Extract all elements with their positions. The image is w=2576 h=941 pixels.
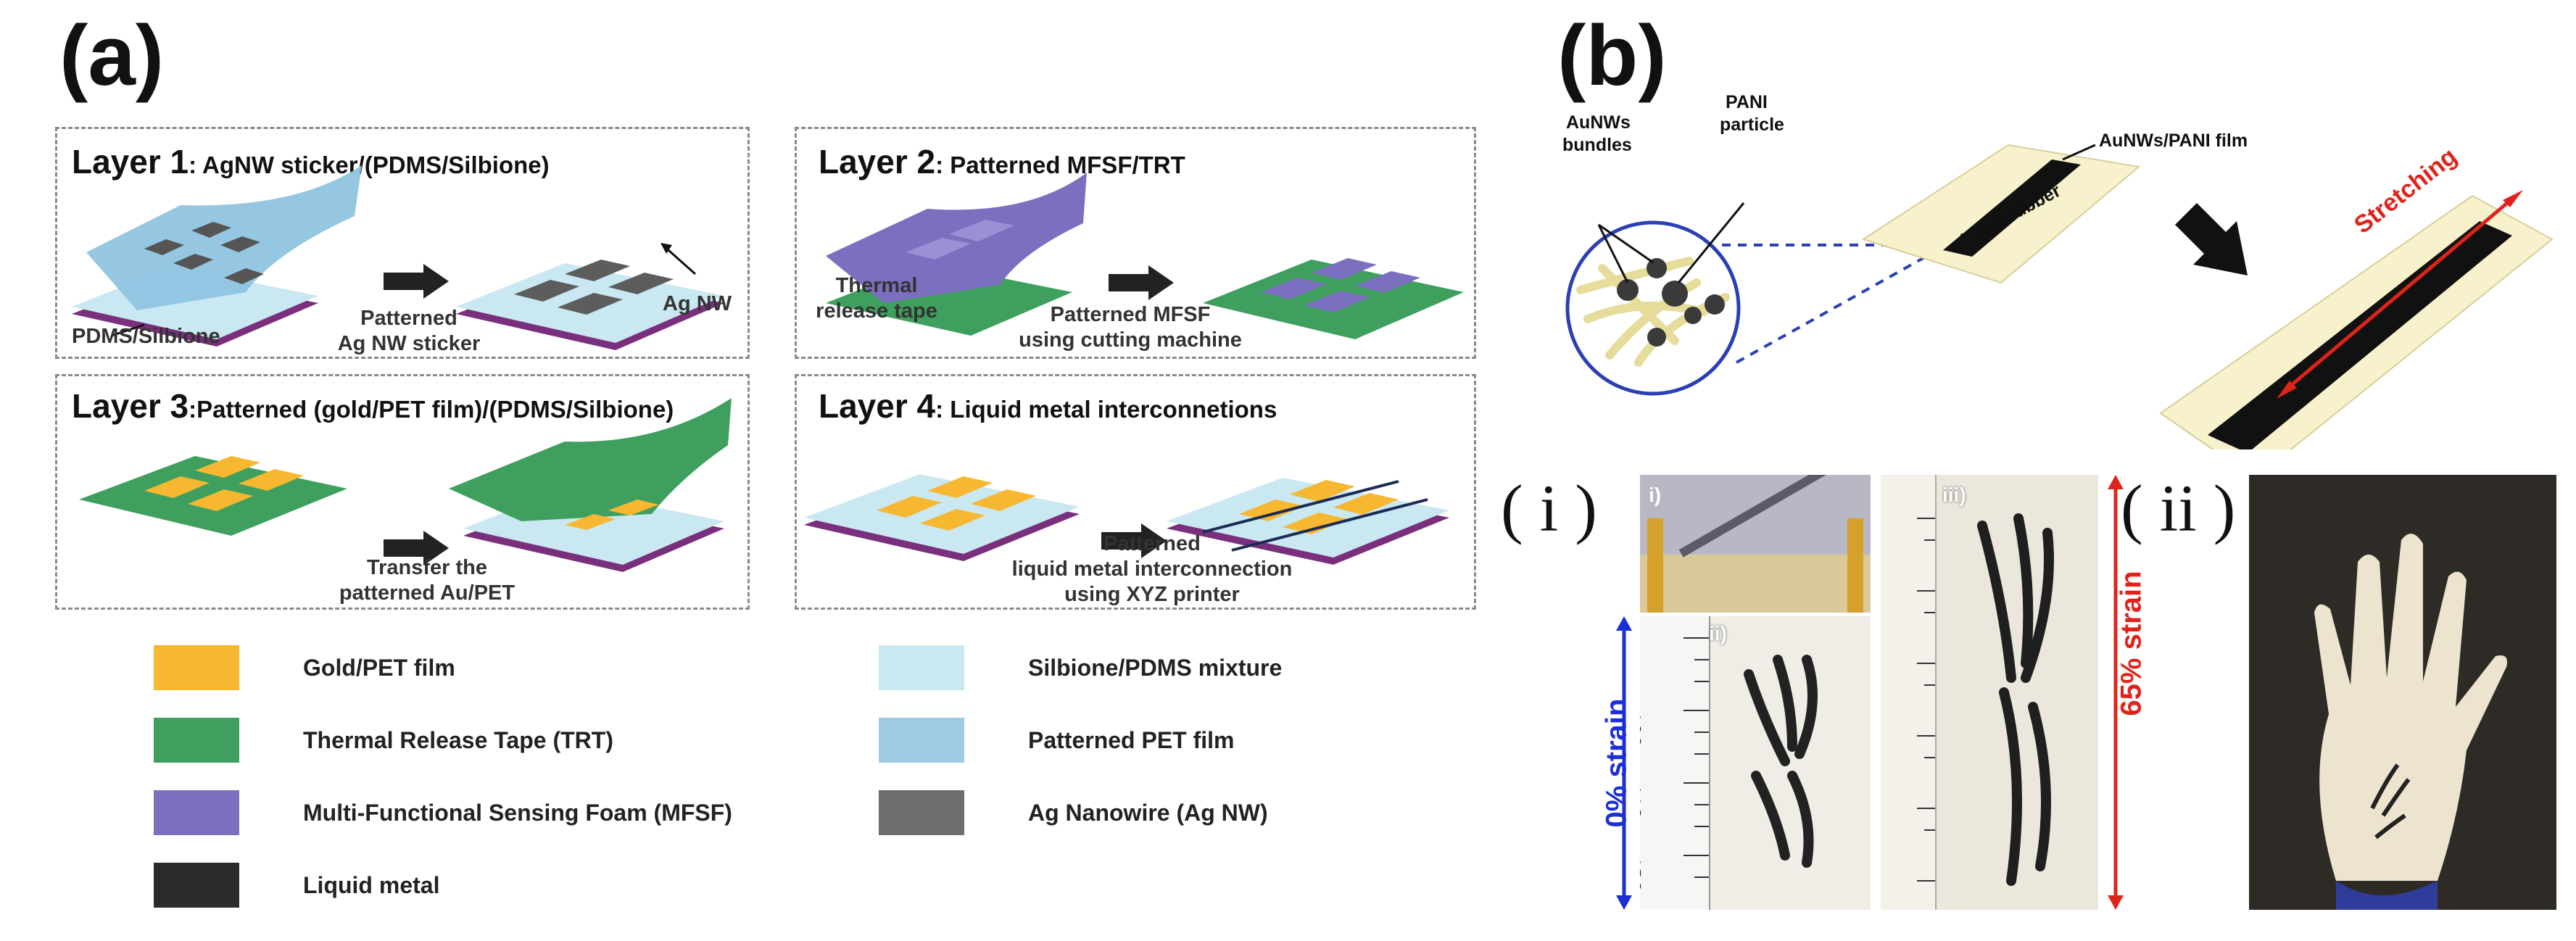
pani-label-2: particle — [1720, 115, 1784, 135]
layer2-tape-label-1: Thermal — [835, 274, 918, 297]
ruler-right-tick-27: 27 — [1881, 772, 1884, 797]
pani-label-1: PANI — [1726, 92, 1768, 112]
layer1-result-label: Ag NW — [663, 292, 732, 315]
legend-label-mfsf: Multi-Functional Sensing Foam (MFSF) — [303, 800, 732, 826]
layer4-step-label-3: using XYZ printer — [1064, 583, 1240, 606]
layer2-step-label-1: Patterned MFSF — [1050, 303, 1211, 326]
legend-swatch-gold — [154, 645, 239, 690]
ruler-right-tick-29: 29 — [1881, 877, 1884, 902]
layer1-step-label-1: Patterned — [360, 307, 457, 330]
subpanel-ii-label: ( ii ) — [2121, 471, 2236, 545]
layer1-illustration — [72, 165, 724, 350]
legend-swatch-liquid-metal — [154, 863, 239, 908]
ruler-ticks-right — [1917, 513, 2054, 886]
layer2-box: Layer 2: Patterned MFSF/TRT Thermal rele… — [795, 127, 1476, 359]
layer4-step-label-1: Patterned — [1103, 532, 1201, 555]
ruler-right-tick-25: 25 — [1881, 627, 1884, 652]
glove-illustration — [2314, 534, 2507, 910]
legend-label-liquid-metal: Liquid metal — [303, 872, 440, 898]
legend-swatch-silbione — [879, 645, 964, 690]
panel-b-schematic — [1565, 144, 2554, 449]
photo-iii-label: iii) — [1942, 484, 1966, 506]
layer2-title: Layer 2: Patterned MFSF/TRT — [819, 143, 1185, 181]
panel-a-label: (a) — [59, 8, 165, 104]
ruler-left-tick-100: 100 — [1640, 710, 1646, 747]
layer2-illustration — [826, 173, 1464, 339]
layer1-substrate-label: PDMS/Silbione — [72, 325, 220, 348]
layer2-tape-label-2: release tape — [816, 299, 937, 323]
ruler-left-tick-110: 110 — [1640, 783, 1646, 819]
ruler-right-tick-28: 28 — [1881, 830, 1884, 855]
strain-0-label: 0% strain — [1600, 698, 1633, 828]
layer1-step-label-2: Ag NW sticker — [337, 332, 481, 355]
photo-i-label: i) — [1649, 484, 1662, 506]
photo-glove — [2249, 475, 2556, 910]
ruler-right-tick-26: 26 — [1881, 700, 1884, 724]
legend-label-trt: Thermal Release Tape (TRT) — [303, 727, 613, 753]
legend-label-gold: Gold/PET film — [303, 655, 455, 681]
layer1-title: Layer 1: AgNW sticker/(PDMS/Silbione) — [72, 143, 550, 181]
panel-b-label: (b) — [1557, 8, 1667, 104]
layer4-box: Layer 4: Liquid metal interconnetions Pa… — [795, 374, 1476, 610]
photo-ii: 100 110 120 ii) — [1640, 616, 1871, 910]
layer4-step-label-2: liquid metal interconnection — [1011, 557, 1293, 581]
subpanel-i-label: ( i ) — [1501, 471, 1597, 545]
aunws-label-2: bundles — [1562, 135, 1632, 155]
layer2-step-label-2: using cutting machine — [1019, 328, 1242, 352]
strain-0-arrow — [1616, 616, 1632, 910]
layer3-step-label-1: Transfer the — [367, 556, 487, 579]
photo-i: i) — [1640, 475, 1871, 613]
layer3-illustration — [79, 398, 732, 572]
legend-swatch-trt — [154, 718, 239, 763]
ruler-left-tick-120: 120 — [1640, 855, 1646, 892]
legend-label-pet: Patterned PET film — [1028, 727, 1235, 753]
layer3-title: Layer 3:Patterned (gold/PET film)/(PDMS/… — [72, 387, 674, 425]
layer1-box: Layer 1: AgNW sticker/(PDMS/Silbione) PD… — [55, 127, 750, 359]
layer3-box: Layer 3:Patterned (gold/PET film)/(PDMS/… — [55, 374, 750, 610]
strain-65-label: 65% strain — [2115, 571, 2148, 716]
photo-ii-label: ii) — [1709, 622, 1727, 644]
legend-label-agnw: Ag Nanowire (Ag NW) — [1028, 800, 1268, 826]
layer4-illustration — [804, 474, 1449, 565]
strain-65-arrow — [2108, 475, 2124, 910]
layer3-step-label-2: patterned Au/PET — [339, 581, 515, 605]
ruler-ticks-left — [1683, 637, 1818, 878]
legend-swatch-pet — [879, 718, 964, 763]
legend-swatch-mfsf — [154, 790, 239, 835]
photo-iii: 25 26 27 28 29 iii) — [1881, 475, 2098, 910]
legend-label-silbione: Silbione/PDMS mixture — [1028, 655, 1283, 681]
aunws-label-1: AuNWs — [1566, 112, 1631, 133]
film-label: AuNWs/PANI film — [2099, 130, 2248, 151]
layer4-title: Layer 4: Liquid metal interconnetions — [819, 387, 1277, 425]
legend-swatch-agnw — [879, 790, 964, 835]
